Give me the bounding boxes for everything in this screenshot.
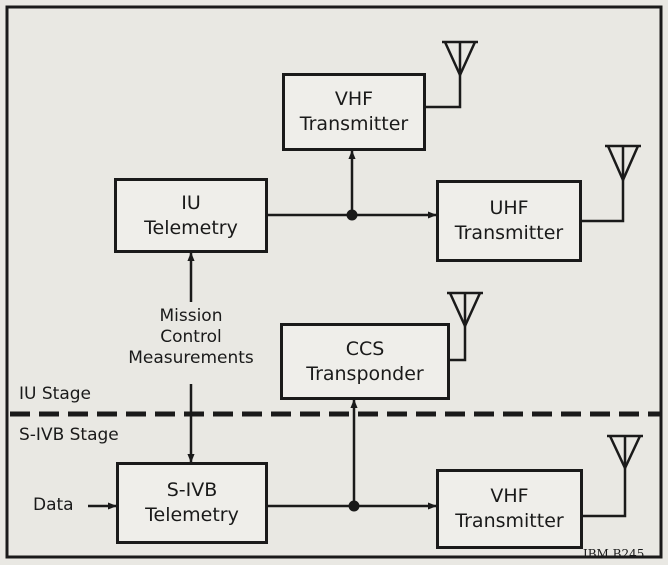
block-label-line: S-IVB — [166, 479, 218, 501]
antenna-icon-vhf-top — [424, 40, 478, 109]
sivb-stage-label: S-IVB Stage — [19, 425, 119, 445]
vhf-transmitter-bottom-block: VHF Transmitter — [436, 469, 583, 549]
antenna-icon-uhf — [580, 144, 641, 223]
mission-label-line: Measurements — [128, 348, 254, 368]
block-label-line: Telemetry — [145, 504, 239, 526]
block-label-line: Telemetry — [144, 216, 238, 239]
block-label-line: Transponder — [306, 362, 424, 385]
mission-label-line: Control — [160, 327, 222, 347]
data-input-label: Data — [33, 495, 74, 515]
outer-frame — [5, 5, 663, 559]
block-label-line: UHF — [489, 197, 529, 219]
junction-dot-bottom — [348, 500, 360, 512]
ccs-transponder-block: CCS Transponder — [280, 323, 450, 400]
junction-dot-top — [346, 209, 358, 221]
block-label-line: VHF — [490, 485, 529, 507]
vhf-transmitter-top-block: VHF Transmitter — [282, 73, 426, 151]
block-label-line: Transmitter — [455, 510, 564, 532]
antenna-icon-vhf-bottom — [581, 434, 643, 518]
uhf-transmitter-block: UHF Transmitter — [436, 180, 582, 262]
block-label-line: CCS — [345, 337, 385, 360]
figure-id-label: IBM B245 — [583, 547, 645, 561]
antenna-icon-ccs — [447, 291, 483, 362]
mission-control-label: Mission Control Measurements — [106, 306, 276, 369]
iu-telemetry-block: IU Telemetry — [114, 178, 268, 253]
mission-label-line: Mission — [159, 306, 223, 326]
block-label-line: Transmitter — [454, 222, 564, 244]
sivb-telemetry-block: S-IVB Telemetry — [116, 462, 268, 544]
iu-stage-label: IU Stage — [19, 384, 91, 404]
block-label-line: IU — [181, 191, 201, 214]
block-label-line: Transmitter — [299, 113, 409, 135]
block-label-line: VHF — [334, 88, 374, 110]
